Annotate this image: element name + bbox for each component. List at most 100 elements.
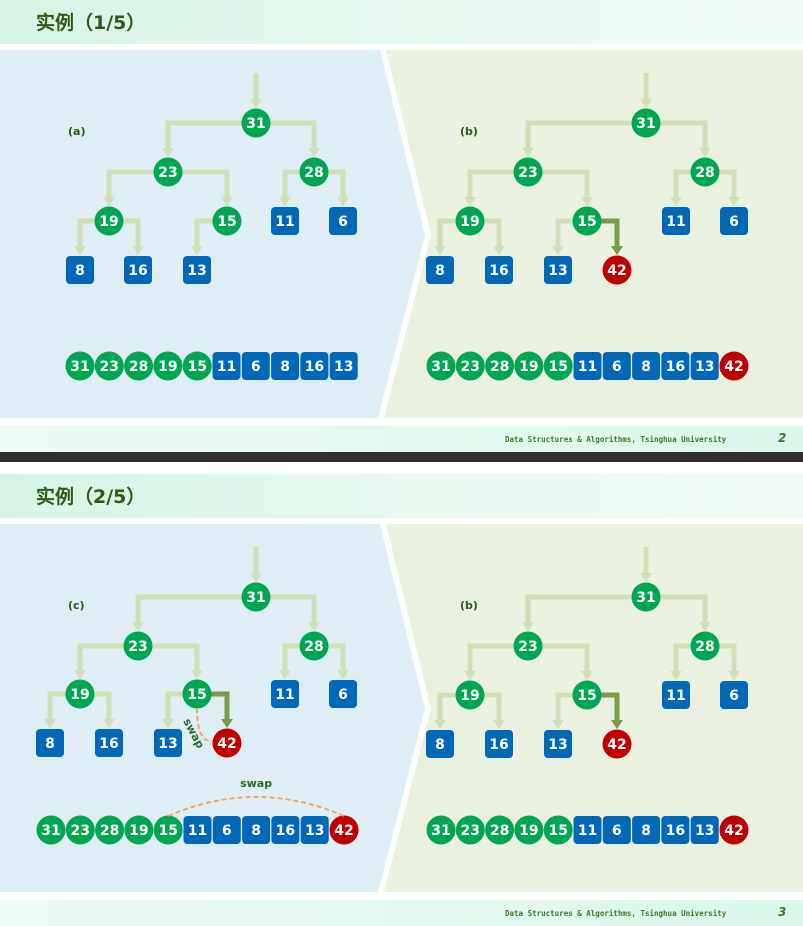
page-number: 3	[778, 905, 787, 919]
node-circle	[455, 680, 485, 710]
left-panel-bg	[0, 524, 425, 892]
heap-node-31: 31	[36, 815, 66, 845]
heap-node-15: 15	[543, 351, 573, 381]
node-value: 42	[334, 823, 353, 839]
node-circle	[602, 729, 632, 759]
heap-node-11: 11	[662, 681, 690, 709]
node-value: 23	[518, 165, 537, 181]
arrowhead-icon	[434, 720, 446, 729]
leaf-node-shape	[602, 816, 631, 844]
heap-node-16: 16	[661, 816, 690, 844]
node-value: 31	[246, 590, 265, 606]
node-value: 19	[158, 359, 177, 375]
node-circle	[65, 679, 95, 709]
node-value: 31	[636, 590, 655, 606]
node-value: 23	[100, 359, 119, 375]
heap-node-42: 42	[602, 729, 632, 759]
tree-edge	[165, 120, 256, 150]
arrowhead-icon	[221, 197, 233, 206]
arrowhead-icon	[162, 148, 174, 157]
right-panel-bg	[384, 50, 803, 418]
node-value: 16	[276, 823, 295, 839]
node-circle	[572, 206, 602, 236]
node-circle	[212, 728, 242, 758]
node-value: 11	[578, 823, 597, 839]
leaf-node-shape	[690, 816, 719, 844]
footer-text: Data Structures & Algorithms, Tsinghua U…	[505, 909, 727, 918]
node-circle	[153, 351, 183, 381]
heap-node-23: 23	[65, 815, 95, 845]
heap-node-19: 19	[153, 351, 183, 381]
heap-node-31: 31	[426, 815, 456, 845]
slide-title: 实例（2/5）	[36, 486, 146, 508]
leaf-node-shape	[485, 256, 513, 284]
heap-node-15: 15	[182, 351, 212, 381]
leaf-node-shape	[602, 352, 631, 380]
node-value: 31	[70, 359, 89, 375]
node-value: 8	[280, 359, 290, 375]
heap-node-8: 8	[426, 730, 454, 758]
node-value: 28	[304, 639, 323, 655]
arrowhead-icon	[522, 148, 534, 157]
arrowhead-icon	[132, 622, 144, 631]
heap-node-16: 16	[95, 729, 123, 757]
node-value: 15	[577, 214, 596, 230]
heap-node-28: 28	[485, 815, 515, 845]
heap-node-23: 23	[513, 157, 543, 187]
heap-node-8: 8	[242, 816, 271, 844]
arrowhead-icon	[308, 622, 320, 631]
node-circle	[241, 108, 271, 138]
node-value: 31	[246, 116, 265, 132]
node-circle	[513, 631, 543, 661]
heap-node-19: 19	[65, 679, 95, 709]
panel-label: (a)	[68, 125, 85, 138]
leaf-node-shape	[661, 816, 690, 844]
heap-node-23: 23	[513, 631, 543, 661]
tree-edge	[525, 594, 646, 624]
heap-node-15: 15	[153, 815, 183, 845]
heap-node-6: 6	[329, 680, 357, 708]
arrowhead-icon	[552, 246, 564, 255]
node-value: 13	[334, 359, 353, 375]
leaf-node-shape	[661, 352, 690, 380]
node-value: 13	[695, 823, 714, 839]
heap-node-13: 13	[690, 352, 719, 380]
slide-footer: Data Structures & Algorithms, Tsinghua U…	[0, 900, 803, 926]
heap-node-11: 11	[271, 207, 299, 235]
leaf-node-shape	[720, 207, 748, 235]
heap-node-16: 16	[661, 352, 690, 380]
node-circle	[513, 157, 543, 187]
node-value: 23	[128, 639, 147, 655]
node-value: 8	[45, 736, 55, 752]
heap-node-31: 31	[631, 582, 661, 612]
leaf-node-shape	[426, 730, 454, 758]
arrowhead-icon	[464, 197, 476, 206]
node-circle	[329, 815, 359, 845]
node-value: 11	[275, 687, 294, 703]
node-circle	[153, 157, 183, 187]
node-circle	[124, 815, 154, 845]
slide-header: 实例（2/5）	[0, 474, 803, 518]
heap-node-31: 31	[241, 108, 271, 138]
node-value: 13	[305, 823, 324, 839]
node-circle	[94, 351, 124, 381]
leaf-node-shape	[212, 816, 241, 844]
node-circle	[123, 631, 153, 661]
node-value: 28	[100, 823, 119, 839]
arrowhead-icon	[728, 671, 740, 680]
node-circle	[94, 206, 124, 236]
node-value: 23	[461, 359, 480, 375]
arrowhead-icon	[552, 720, 564, 729]
heap-node-42: 42	[329, 815, 359, 845]
heap-node-31: 31	[65, 351, 95, 381]
node-value: 28	[129, 359, 148, 375]
node-circle	[543, 815, 573, 845]
heap-node-8: 8	[632, 816, 661, 844]
swap-curve	[167, 796, 345, 817]
leaf-node-shape	[662, 207, 690, 235]
tree-edge	[77, 643, 138, 672]
heap-node-31: 31	[426, 351, 456, 381]
node-value: 8	[435, 263, 445, 279]
heap-node-11: 11	[212, 352, 241, 380]
arrowhead-icon	[44, 719, 56, 728]
